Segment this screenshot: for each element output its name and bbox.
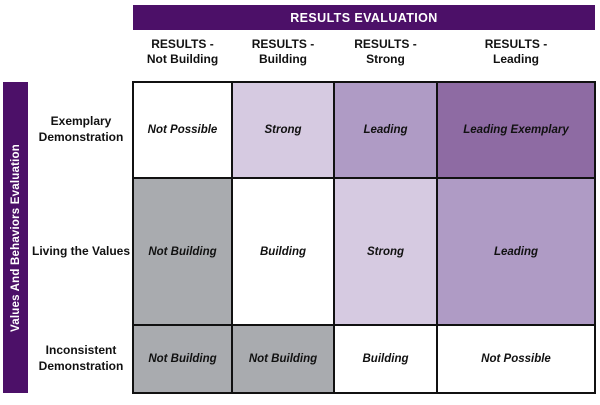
column-header-results-not-building: RESULTS - Not Building bbox=[133, 36, 232, 82]
values-behaviors-axis-label: Values And Behaviors Evaluation bbox=[9, 143, 22, 332]
matrix-cell[interactable]: Strong bbox=[231, 81, 335, 179]
values-behaviors-axis-bar: Values And Behaviors Evaluation bbox=[3, 82, 28, 393]
matrix-cell[interactable]: Leading Exemplary bbox=[436, 81, 596, 179]
matrix-cell[interactable]: Not Building bbox=[132, 177, 233, 326]
row-label-exemplary-demonstration: Exemplary Demonstration bbox=[38, 114, 124, 144]
row-label-living-the-values: Living the Values bbox=[31, 243, 131, 258]
column-header-line1: RESULTS - bbox=[354, 37, 417, 51]
column-header-line2: Leading bbox=[492, 52, 539, 66]
column-header-line1: RESULTS - bbox=[251, 37, 315, 51]
column-header-line2: Not Building bbox=[146, 52, 219, 66]
column-header-line1: RESULTS - bbox=[151, 37, 214, 51]
column-header-results-building: RESULTS - Building bbox=[232, 36, 334, 82]
matrix-cell[interactable]: Not Building bbox=[132, 324, 233, 394]
row-label-inconsistent-demonstration: Inconsistent Demonstration bbox=[38, 343, 124, 373]
column-header-row: RESULTS - Not Building RESULTS - Buildin… bbox=[133, 36, 595, 82]
column-header-line2: Building bbox=[259, 52, 307, 66]
matrix-cell[interactable]: Strong bbox=[333, 177, 438, 326]
matrix-cell[interactable]: Building bbox=[231, 177, 335, 326]
results-evaluation-banner: RESULTS EVALUATION bbox=[133, 5, 595, 30]
matrix-cell[interactable]: Not Possible bbox=[436, 324, 596, 394]
column-header-results-strong: RESULTS - Strong bbox=[334, 36, 437, 82]
column-header-line1: RESULTS - bbox=[484, 37, 548, 51]
column-header-results-leading: RESULTS - Leading bbox=[437, 36, 595, 82]
matrix-cell[interactable]: Not Possible bbox=[132, 81, 233, 179]
matrix-cell[interactable]: Leading bbox=[333, 81, 438, 179]
matrix-cell[interactable]: Not Building bbox=[231, 324, 335, 394]
matrix-cell[interactable]: Leading bbox=[436, 177, 596, 326]
column-header-line2: Strong bbox=[366, 52, 405, 66]
results-evaluation-banner-title: RESULTS EVALUATION bbox=[290, 10, 438, 25]
matrix-cell[interactable]: Building bbox=[333, 324, 438, 394]
